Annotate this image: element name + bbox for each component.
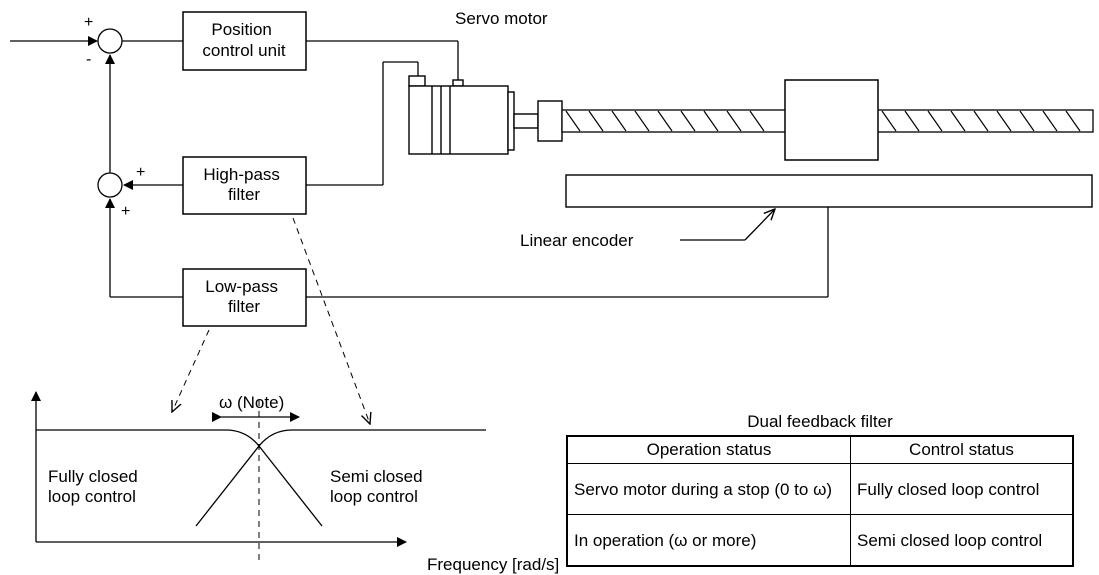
screw-thread-line bbox=[927, 110, 943, 132]
table-cell: Semi closed loop control bbox=[850, 514, 1074, 567]
frequency-axis-label: Frequency [rad/s] bbox=[427, 555, 559, 574]
header-control-status: Control status bbox=[850, 435, 1074, 464]
table-cell: Fully closed loop control bbox=[850, 463, 1074, 515]
high-pass-filter-label: High-pass filter bbox=[203, 165, 284, 204]
low-pass-filter-label: Low-pass filter bbox=[205, 277, 283, 316]
fully-closed-label: Fully closed loop control bbox=[48, 467, 143, 506]
linear-encoder-scale bbox=[565, 174, 1093, 208]
dual-feedback-table: Operation status Control status Servo mo… bbox=[566, 435, 1074, 567]
screw-thread-line bbox=[726, 110, 742, 132]
omega-note-label: ω (Note) bbox=[219, 393, 284, 412]
linear-encoder-label: Linear encoder bbox=[520, 231, 634, 250]
screw-thread-line bbox=[703, 110, 719, 132]
low-pass-filter-block bbox=[182, 268, 307, 327]
frequency-plot bbox=[31, 391, 486, 547]
screw-thread-line bbox=[588, 110, 604, 132]
screw-thread-line bbox=[634, 110, 650, 132]
header-operation-status: Operation status bbox=[566, 435, 851, 464]
table-title: Dual feedback filter bbox=[747, 412, 893, 431]
screw-thread-line bbox=[680, 110, 696, 132]
screw-thread-line bbox=[1019, 110, 1035, 132]
table-cell: In operation (ω or more) bbox=[566, 514, 851, 567]
screw-thread-line bbox=[611, 110, 627, 132]
minus-sign-top: - bbox=[86, 51, 91, 68]
table-row: Servo motor during a stop (0 to ω) Fully… bbox=[566, 463, 1074, 515]
summing-junction-bottom bbox=[97, 172, 123, 198]
position-control-label: Position control unit bbox=[202, 20, 285, 60]
servo-motor-label: Servo motor bbox=[455, 9, 548, 28]
summing-junction-top bbox=[97, 28, 123, 54]
servo-motor bbox=[408, 75, 563, 155]
screw-thread-line bbox=[1042, 110, 1058, 132]
plus-sign-bottom: + bbox=[121, 203, 130, 220]
plus-sign-right: + bbox=[136, 164, 145, 181]
carriage-block bbox=[784, 79, 879, 161]
screw-thread-line bbox=[565, 110, 581, 132]
screw-thread-line bbox=[749, 110, 765, 132]
screw-thread-line bbox=[950, 110, 966, 132]
table-row: In operation (ω or more) Semi closed loo… bbox=[566, 514, 1074, 567]
screw-thread-line bbox=[657, 110, 673, 132]
table-cell: Servo motor during a stop (0 to ω) bbox=[566, 463, 851, 515]
screw-thread-line bbox=[996, 110, 1012, 132]
screw-thread-line bbox=[904, 110, 920, 132]
table-header-row: Operation status Control status bbox=[566, 435, 1074, 464]
screw-thread-line bbox=[881, 110, 897, 132]
screw-thread-line bbox=[1065, 110, 1081, 132]
semi-closed-label: Semi closed loop control bbox=[330, 467, 427, 506]
high-pass-filter-block bbox=[182, 156, 307, 215]
plus-sign-top: + bbox=[84, 14, 93, 31]
position-control-block bbox=[182, 11, 307, 71]
screw-thread-line bbox=[973, 110, 989, 132]
